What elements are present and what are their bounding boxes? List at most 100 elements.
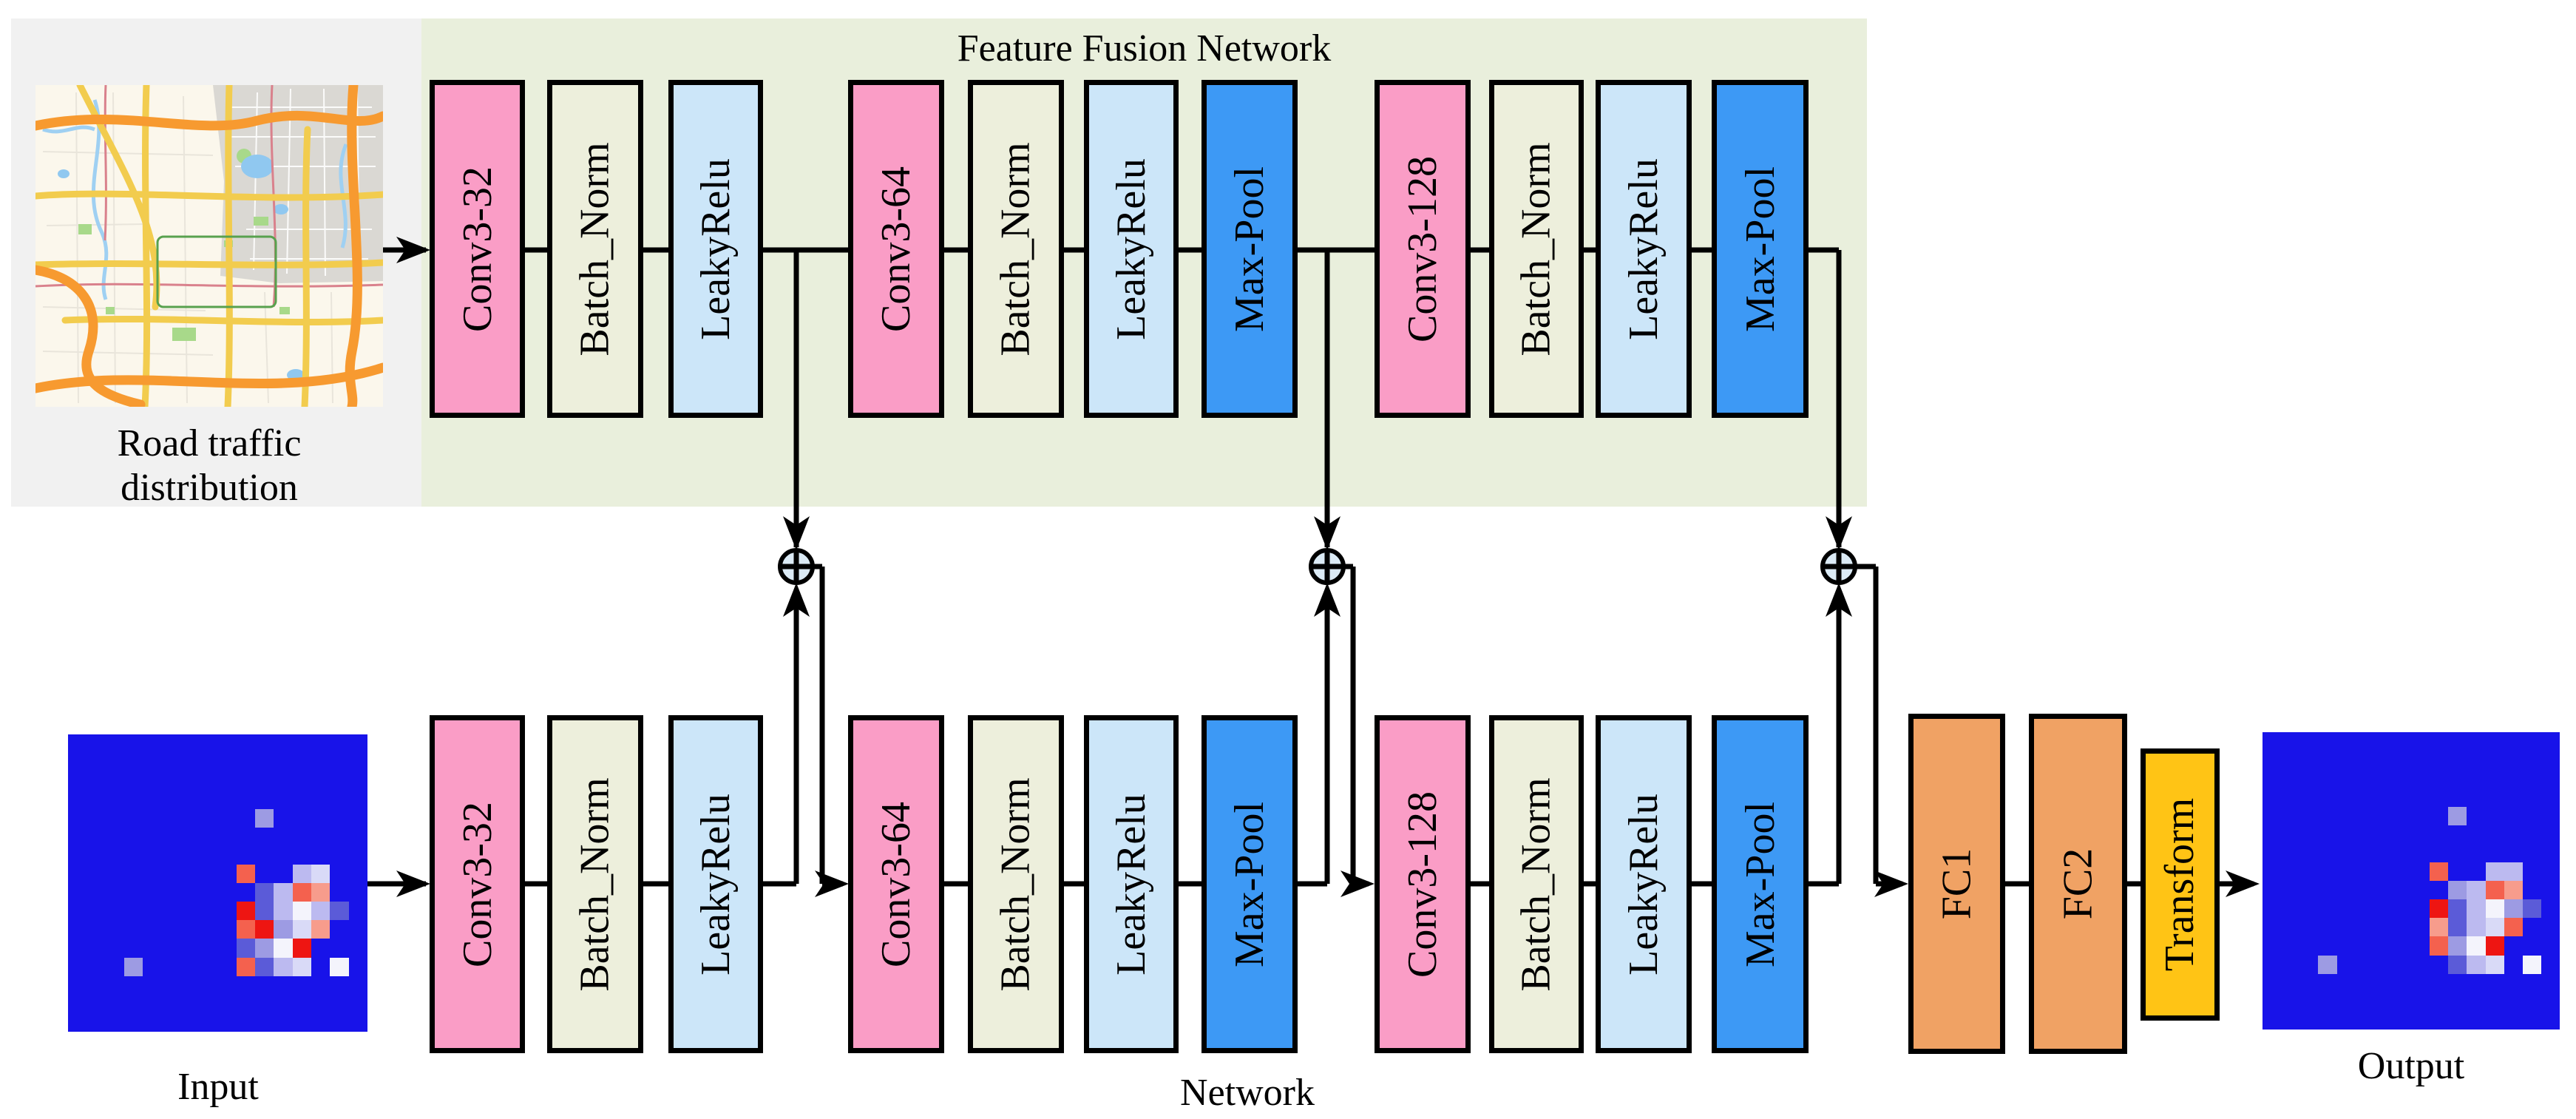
heat-pixel [2467,769,2486,788]
heat-pixel [255,939,274,958]
heat-pixel [236,957,256,976]
heat-pixel [2373,825,2393,844]
heat-pixel [180,902,200,921]
heat-pixel [2355,751,2374,770]
heat-pixel [311,734,331,754]
heat-pixel [2336,936,2356,956]
heat-pixel [2392,973,2411,993]
heat-pixel [199,771,218,791]
heat-pixel [2541,751,2560,770]
heat-pixel [2373,936,2393,956]
heat-pixel [217,808,237,828]
heat-pixel [2263,1010,2282,1030]
heat-pixel [2392,862,2411,881]
heat-pixel [255,1012,274,1032]
heat-pixel [2281,788,2300,807]
heat-pixel [2299,899,2319,919]
layer-block-leakyrelu: LeakyRelu [1084,715,1179,1053]
heat-pixel [311,939,331,958]
heat-pixel [2355,843,2374,862]
heat-pixel [330,753,349,772]
heat-pixel [217,920,237,939]
heat-pixel [2263,936,2282,956]
heat-pixel [274,883,293,902]
heat-pixel [217,753,237,772]
heat-pixel [2504,881,2523,900]
heat-pixel [292,753,312,772]
heat-pixel [2504,806,2523,825]
heat-pixel [274,808,293,828]
layer-block-leakyrelu: LeakyRelu [1596,715,1692,1053]
layer-block-leakyrelu: LeakyRelu [1084,80,1179,418]
skip-arrow-down-1 [783,516,810,550]
heat-pixel [2448,843,2467,862]
heat-pixel [161,827,180,846]
heat-pixel [2281,973,2300,993]
heat-pixel [2504,862,2523,881]
road-map-image [35,85,383,407]
layer-block-max-pool: Max-Pool [1201,80,1298,418]
heat-pixel [2263,806,2282,825]
heat-pixel [2430,806,2449,825]
heat-pixel [68,753,87,772]
heat-pixel [217,734,237,754]
heat-pixel [2355,973,2374,993]
heat-pixel [143,902,162,921]
heat-pixel [236,827,256,846]
heat-pixel [292,845,312,865]
heat-pixel [2522,751,2541,770]
heat-pixel [123,902,143,921]
heat-pixel [161,920,180,939]
heat-pixel [330,845,349,865]
heat-pixel [217,845,237,865]
heat-pixel [2522,806,2541,825]
heat-pixel [68,827,87,846]
layer-block-batch-norm: Batch_Norm [547,80,643,418]
heat-pixel [330,920,349,939]
heat-pixel [2430,751,2449,770]
heat-pixel [2504,732,2523,751]
heat-pixel [2318,769,2337,788]
heat-pixel [2318,992,2337,1011]
heat-pixel [180,957,200,976]
heat-pixel [87,790,106,809]
heat-pixel [199,864,218,883]
layer-block-conv3-32: Conv3-32 [430,80,525,418]
heat-pixel [105,864,124,883]
heat-pixel [2541,769,2560,788]
layer-block-conv3-64: Conv3-64 [848,80,944,418]
heat-pixel [143,994,162,1013]
heat-pixel [2522,1010,2541,1030]
heat-pixel [236,994,256,1013]
heat-pixel [2392,936,2411,956]
heat-pixel [2263,751,2282,770]
skip-arrow-down-2 [1314,516,1340,550]
heat-pixel [2373,843,2393,862]
heat-pixel [2336,862,2356,881]
heat-pixel [2263,843,2282,862]
input-heatmap-image [68,734,367,1032]
heat-pixel [180,790,200,809]
fusion-circle [778,548,815,585]
heat-pixel [2467,955,2486,974]
heat-pixel [274,790,293,809]
heat-pixel [2263,862,2282,881]
layer-block-conv3-32: Conv3-32 [430,715,525,1053]
heat-pixel [274,771,293,791]
heat-pixel [311,994,331,1013]
heat-pixel [2263,769,2282,788]
heat-pixel [2318,862,2337,881]
heat-pixel [105,771,124,791]
heat-pixel [87,920,106,939]
heat-pixel [2467,732,2486,751]
heat-pixel [236,883,256,902]
heat-pixel [180,976,200,995]
heat-pixel [236,939,256,958]
heat-pixel [2448,918,2467,937]
heat-pixel [2318,973,2337,993]
heat-pixel [199,920,218,939]
heat-pixel [330,957,349,976]
heat-pixel [2541,1010,2560,1030]
heat-pixel [274,734,293,754]
heat-pixel [2541,825,2560,844]
